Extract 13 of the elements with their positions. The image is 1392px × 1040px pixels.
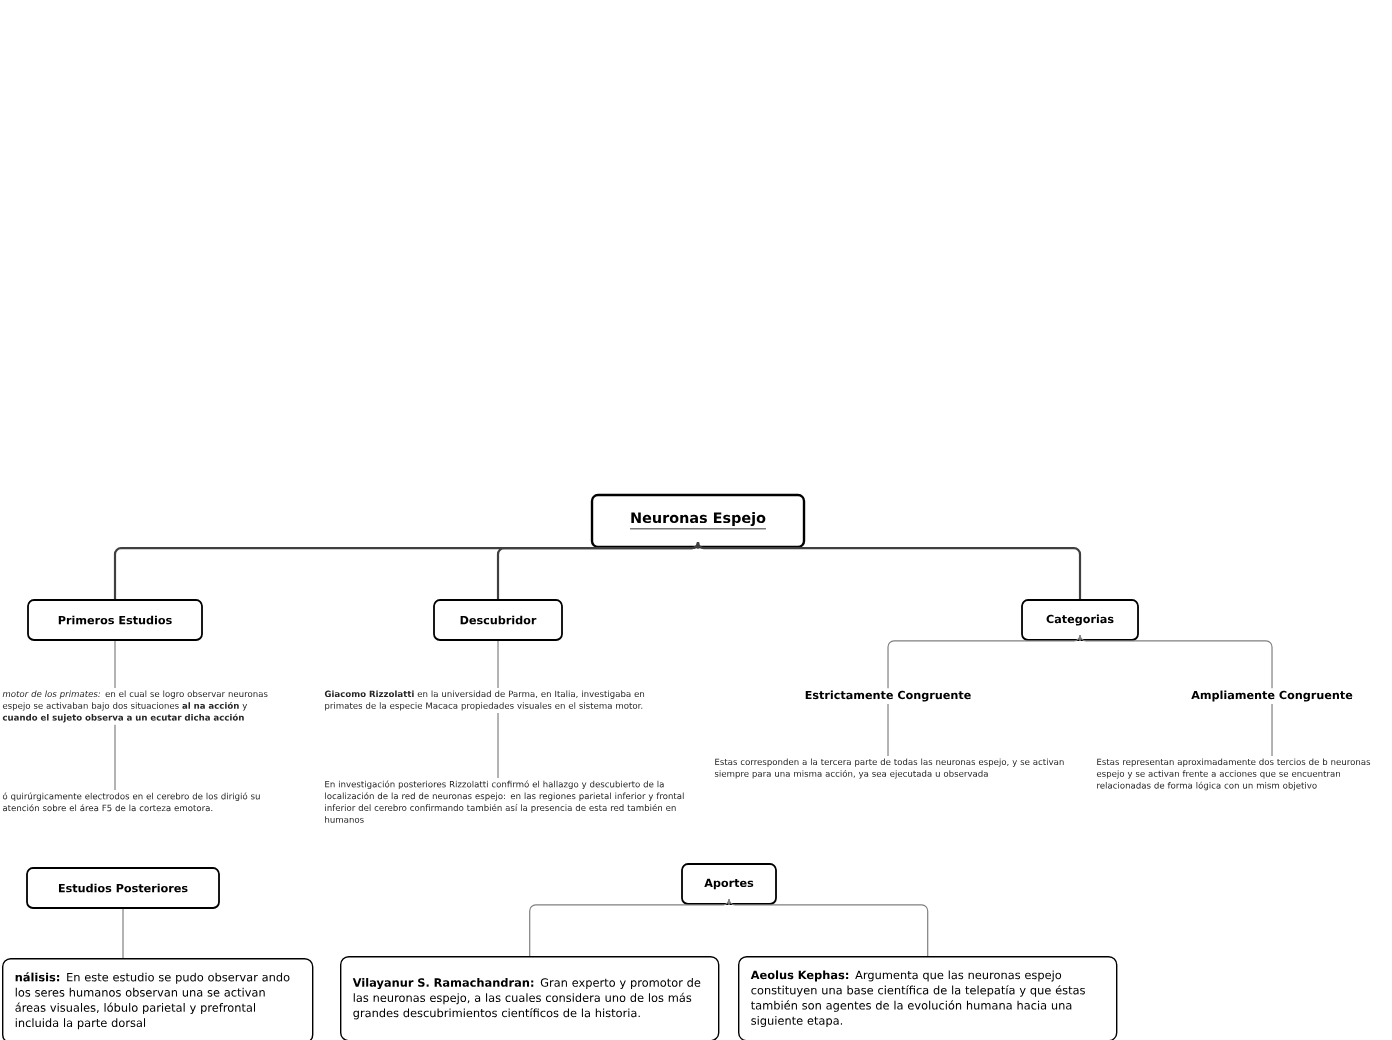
connector-line [887,634,1081,689]
connector-line [529,898,730,957]
connector-line [1271,703,1273,757]
connector-line [1079,634,1273,689]
connector-line [114,724,116,791]
connector-line [122,908,124,959]
connector-line [496,541,700,600]
connector-line [696,541,1082,600]
connector-line [114,640,116,689]
connector-line [497,712,499,779]
connector-line [497,640,499,689]
connector-line [728,898,929,957]
connector-line [887,703,889,757]
